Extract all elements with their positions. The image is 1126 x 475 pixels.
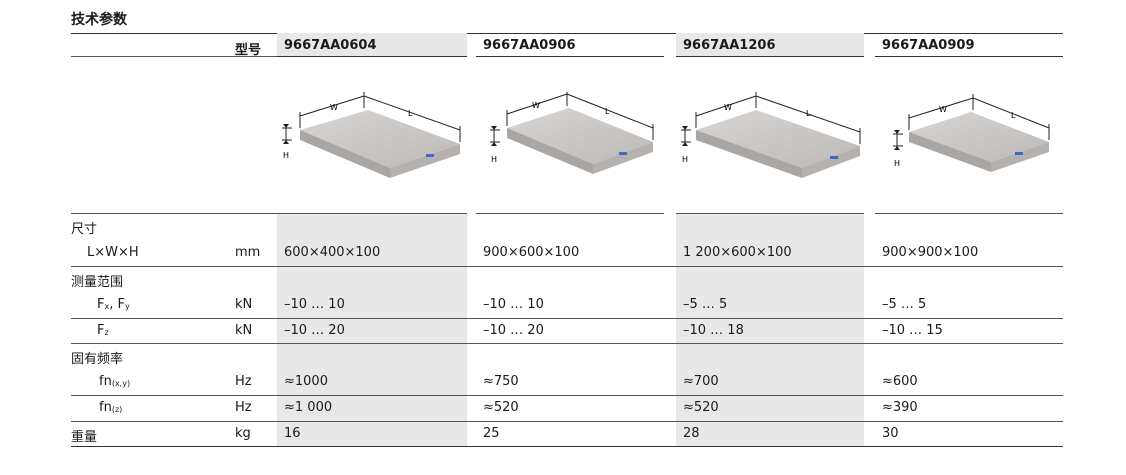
model-label: 型号 <box>235 43 262 58</box>
cell-fz-2: –10 … 20 <box>483 323 544 338</box>
cell-fnxy-4: ≈600 <box>882 374 918 389</box>
image-row-rule-left <box>71 213 277 214</box>
product-image-0906: W L H <box>490 92 654 174</box>
header-left-rule <box>71 56 277 57</box>
model-header-2: 9667AA0906 <box>476 33 664 57</box>
cell-weight-4: 30 <box>882 426 899 441</box>
cell-fnz-4: ≈390 <box>882 400 918 415</box>
page-title: 技术参数 <box>71 12 127 28</box>
image-row-rule-3 <box>676 213 864 214</box>
image-row-rule-1 <box>277 213 467 214</box>
row-lwh-unit: mm <box>235 245 261 260</box>
cell-lwh-1: 600×400×100 <box>284 245 381 260</box>
cell-fxy-2: –10 … 10 <box>483 297 544 312</box>
rule-after-fnxy <box>71 395 1063 396</box>
cell-lwh-4: 900×900×100 <box>882 245 979 260</box>
image-row-rule-2 <box>476 213 664 214</box>
row-fxy-label: Fx, Fy <box>97 297 130 312</box>
row-fnz-label: fn(z) <box>99 400 123 415</box>
row-weight-unit: kg <box>235 426 251 441</box>
column-shade-1 <box>277 33 467 57</box>
cell-fnz-1: ≈1 000 <box>284 400 333 415</box>
cell-weight-1: 16 <box>284 426 301 441</box>
rule-after-fz <box>71 343 1063 344</box>
model-header-4: 9667AA0909 <box>875 33 1063 57</box>
cell-weight-3: 28 <box>683 426 700 441</box>
model-header-3: 9667AA1206 <box>676 33 864 57</box>
dimension-l-label: L <box>605 107 610 116</box>
cell-weight-2: 25 <box>483 426 500 441</box>
product-image-1206: W L H <box>681 92 861 178</box>
dimension-h-label: H <box>894 159 900 168</box>
dimension-w-label: W <box>532 101 540 110</box>
cell-fnxy-2: ≈750 <box>483 374 519 389</box>
column-shade-3-body <box>676 214 864 446</box>
row-lwh-label: L×W×H <box>87 245 139 260</box>
cell-fxy-4: –5 … 5 <box>882 297 927 312</box>
rule-after-lwh <box>71 266 1063 267</box>
row-fnxy-label: fn(x,y) <box>99 374 131 389</box>
cell-lwh-2: 900×600×100 <box>483 245 580 260</box>
cell-fz-3: –10 … 18 <box>683 323 744 338</box>
row-fxy-unit: kN <box>235 297 253 312</box>
section-range: 测量范围 <box>71 275 124 290</box>
dimension-w-label: W <box>330 103 338 112</box>
row-fz-unit: kN <box>235 323 253 338</box>
cell-fnxy-3: ≈700 <box>683 374 719 389</box>
dimension-l-label: L <box>806 109 811 118</box>
rule-after-fnz <box>71 421 1063 422</box>
model-header-1: 9667AA0604 <box>277 33 467 57</box>
cell-fz-1: –10 … 20 <box>284 323 345 338</box>
product-image-0909: W L H <box>893 94 1050 172</box>
bottom-rule <box>71 446 1063 447</box>
section-weight: 重量 <box>71 430 98 445</box>
column-shade-1-body <box>277 214 467 446</box>
cell-fxy-1: –10 … 10 <box>284 297 345 312</box>
cell-fnxy-1: ≈1000 <box>284 374 328 389</box>
cell-fxy-3: –5 … 5 <box>683 297 728 312</box>
section-size: 尺寸 <box>71 222 98 237</box>
top-rule <box>71 33 1063 34</box>
rule-after-fxy <box>71 318 1063 319</box>
row-fnxy-unit: Hz <box>235 374 252 389</box>
dimension-l-label: L <box>408 109 413 118</box>
dimension-l-label: L <box>1011 111 1016 120</box>
row-fz-label: Fz <box>97 323 109 338</box>
dimension-h-label: H <box>682 155 688 164</box>
row-fnz-unit: Hz <box>235 400 252 415</box>
column-shade-3 <box>676 33 864 57</box>
section-freq: 固有频率 <box>71 352 124 367</box>
dimension-h-label: H <box>283 151 289 160</box>
image-row-rule-4 <box>875 213 1063 214</box>
dimension-h-label: H <box>491 155 497 164</box>
cell-fz-4: –10 … 15 <box>882 323 943 338</box>
dimension-w-label: W <box>939 105 947 114</box>
cell-fnz-2: ≈520 <box>483 400 519 415</box>
cell-lwh-3: 1 200×600×100 <box>683 245 792 260</box>
dimension-w-label: W <box>724 103 732 112</box>
cell-fnz-3: ≈520 <box>683 400 719 415</box>
product-image-0604: W L H <box>282 92 461 178</box>
